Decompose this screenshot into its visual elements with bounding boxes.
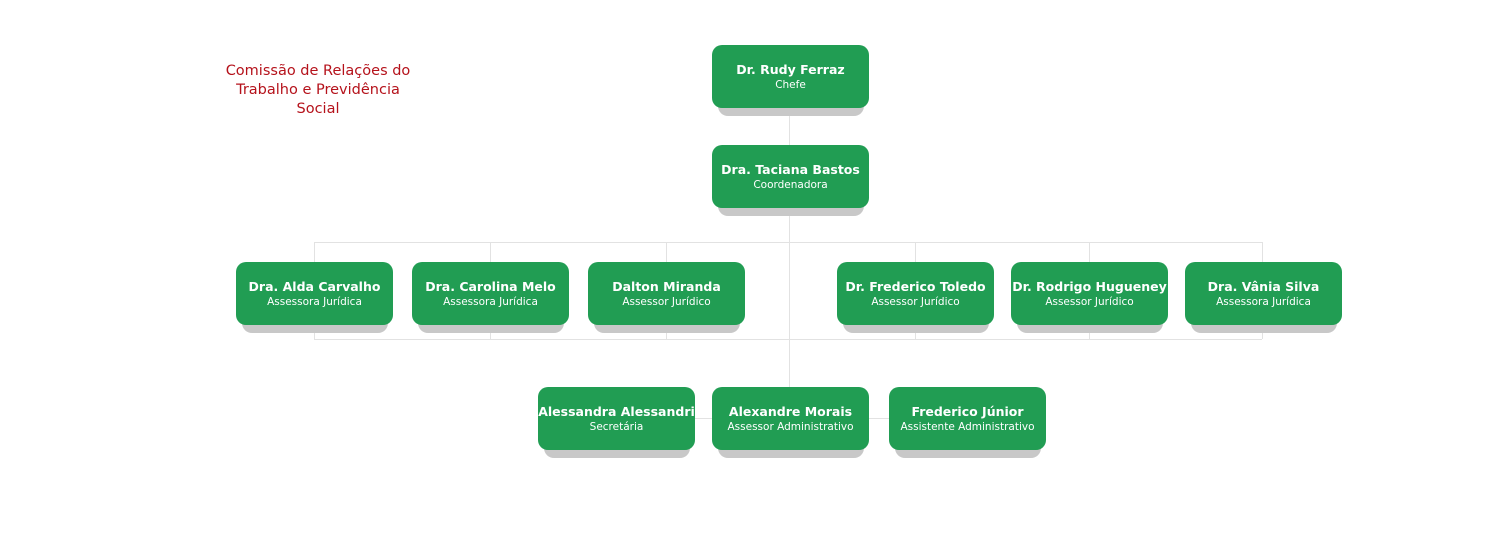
node-role: Assessora Jurídica [267, 295, 362, 308]
node-name: Alexandre Morais [728, 403, 853, 419]
chart-title: Comissão de Relações do Trabalho e Previ… [225, 63, 411, 117]
node-role: Secretária [589, 420, 644, 433]
node-box[interactable]: Alexandre Morais Assessor Administrativo [712, 387, 869, 450]
node-role: Assessora Jurídica [443, 295, 538, 308]
node-box[interactable]: Dra. Taciana Bastos Coordenadora [712, 145, 869, 208]
node-box[interactable]: Dr. Rodrigo Hugueney Assessor Jurídico [1011, 262, 1168, 325]
node-role: Assessor Jurídico [871, 295, 960, 308]
org-node[interactable]: Dra. Taciana Bastos Coordenadora [712, 145, 869, 216]
node-name: Dra. Vânia Silva [1207, 278, 1320, 294]
node-name: Dr. Frederico Toledo [845, 278, 986, 294]
node-name: Frederico Júnior [911, 403, 1024, 419]
node-name: Dr. Rudy Ferraz [736, 61, 845, 77]
node-role: Assessora Jurídica [1216, 295, 1311, 308]
org-node[interactable]: Frederico Júnior Assistente Administrati… [889, 387, 1046, 458]
node-box[interactable]: Dra. Vânia Silva Assessora Jurídica [1185, 262, 1342, 325]
org-node[interactable]: Dr. Frederico Toledo Assessor Jurídico [837, 262, 994, 333]
org-node[interactable]: Dr. Rudy Ferraz Chefe [712, 45, 869, 116]
node-box[interactable]: Dra. Carolina Melo Assessora Jurídica [412, 262, 569, 325]
node-name: Dra. Taciana Bastos [721, 161, 860, 177]
node-role: Assessor Jurídico [1045, 295, 1134, 308]
node-role: Chefe [775, 78, 806, 91]
node-role: Assessor Administrativo [727, 420, 854, 433]
connector [314, 242, 1262, 243]
node-role: Assistente Administrativo [900, 420, 1035, 433]
node-box[interactable]: Dr. Frederico Toledo Assessor Jurídico [837, 262, 994, 325]
connector [789, 107, 790, 387]
org-node[interactable]: Alessandra Alessandri Secretária [538, 387, 695, 458]
node-name: Dra. Carolina Melo [425, 278, 556, 294]
connector [314, 339, 1262, 340]
node-name: Dr. Rodrigo Hugueney [1012, 278, 1167, 294]
node-name: Dra. Alda Carvalho [248, 278, 381, 294]
org-node[interactable]: Dra. Vânia Silva Assessora Jurídica [1185, 262, 1342, 333]
org-node[interactable]: Dalton Miranda Assessor Jurídico [588, 262, 745, 333]
node-box[interactable]: Dr. Rudy Ferraz Chefe [712, 45, 869, 108]
org-node[interactable]: Dra. Carolina Melo Assessora Jurídica [412, 262, 569, 333]
node-name: Dalton Miranda [612, 278, 721, 294]
node-role: Coordenadora [753, 178, 828, 191]
node-box[interactable]: Alessandra Alessandri Secretária [538, 387, 695, 450]
node-role: Assessor Jurídico [622, 295, 711, 308]
node-name: Alessandra Alessandri [538, 403, 695, 419]
org-node[interactable]: Dra. Alda Carvalho Assessora Jurídica [236, 262, 393, 333]
org-node[interactable]: Dr. Rodrigo Hugueney Assessor Jurídico [1011, 262, 1168, 333]
node-box[interactable]: Dalton Miranda Assessor Jurídico [588, 262, 745, 325]
node-box[interactable]: Dra. Alda Carvalho Assessora Jurídica [236, 262, 393, 325]
node-box[interactable]: Frederico Júnior Assistente Administrati… [889, 387, 1046, 450]
org-node[interactable]: Alexandre Morais Assessor Administrativo [712, 387, 869, 458]
